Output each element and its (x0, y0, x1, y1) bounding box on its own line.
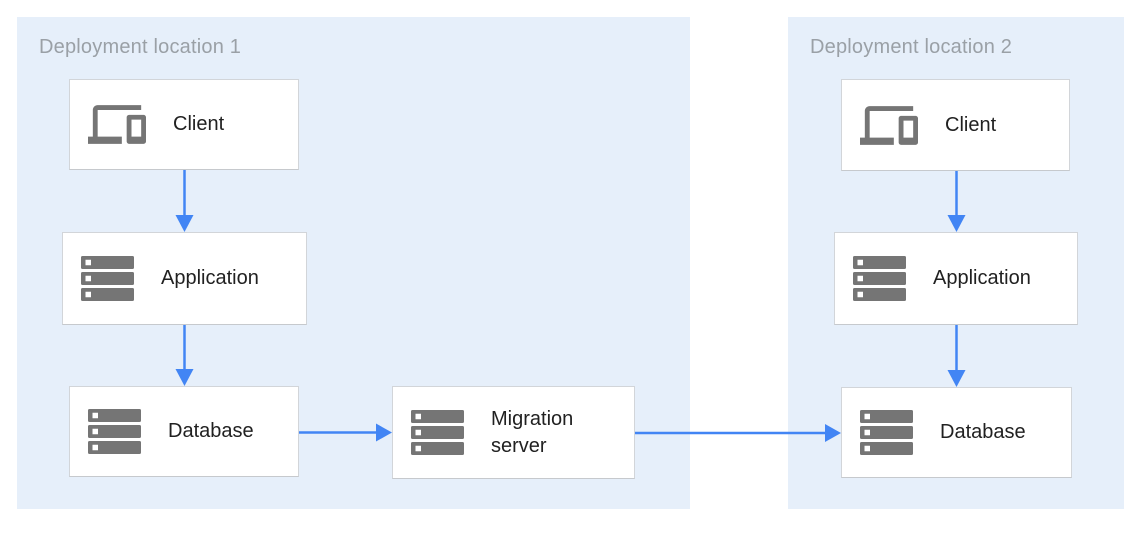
node-database-1: Database (69, 386, 299, 477)
node-label: Database (940, 421, 1026, 443)
server-stack-icon (88, 409, 141, 454)
node-client-2: Client (841, 79, 1070, 171)
region-title: Deployment location 2 (810, 36, 1013, 58)
node-label: Application (161, 267, 259, 289)
node-label: Client (945, 113, 997, 136)
node-label: Application (933, 267, 1031, 289)
node-database-2: Database (841, 387, 1072, 478)
node-application-1: Application (62, 232, 307, 325)
node-client-1: Client (69, 79, 299, 170)
node-migration-server: Migration server (392, 386, 635, 479)
node-label: Migration server (491, 407, 574, 457)
node-label: Client (173, 113, 225, 135)
devices-icon (88, 105, 146, 144)
devices-icon (860, 105, 918, 145)
server-stack-icon (81, 256, 134, 301)
server-stack-icon (860, 410, 913, 455)
region-title: Deployment location 1 (39, 36, 242, 58)
server-stack-icon (411, 410, 464, 455)
node-application-2: Application (834, 232, 1078, 325)
node-label: Database (168, 420, 254, 442)
server-stack-icon (853, 256, 906, 301)
